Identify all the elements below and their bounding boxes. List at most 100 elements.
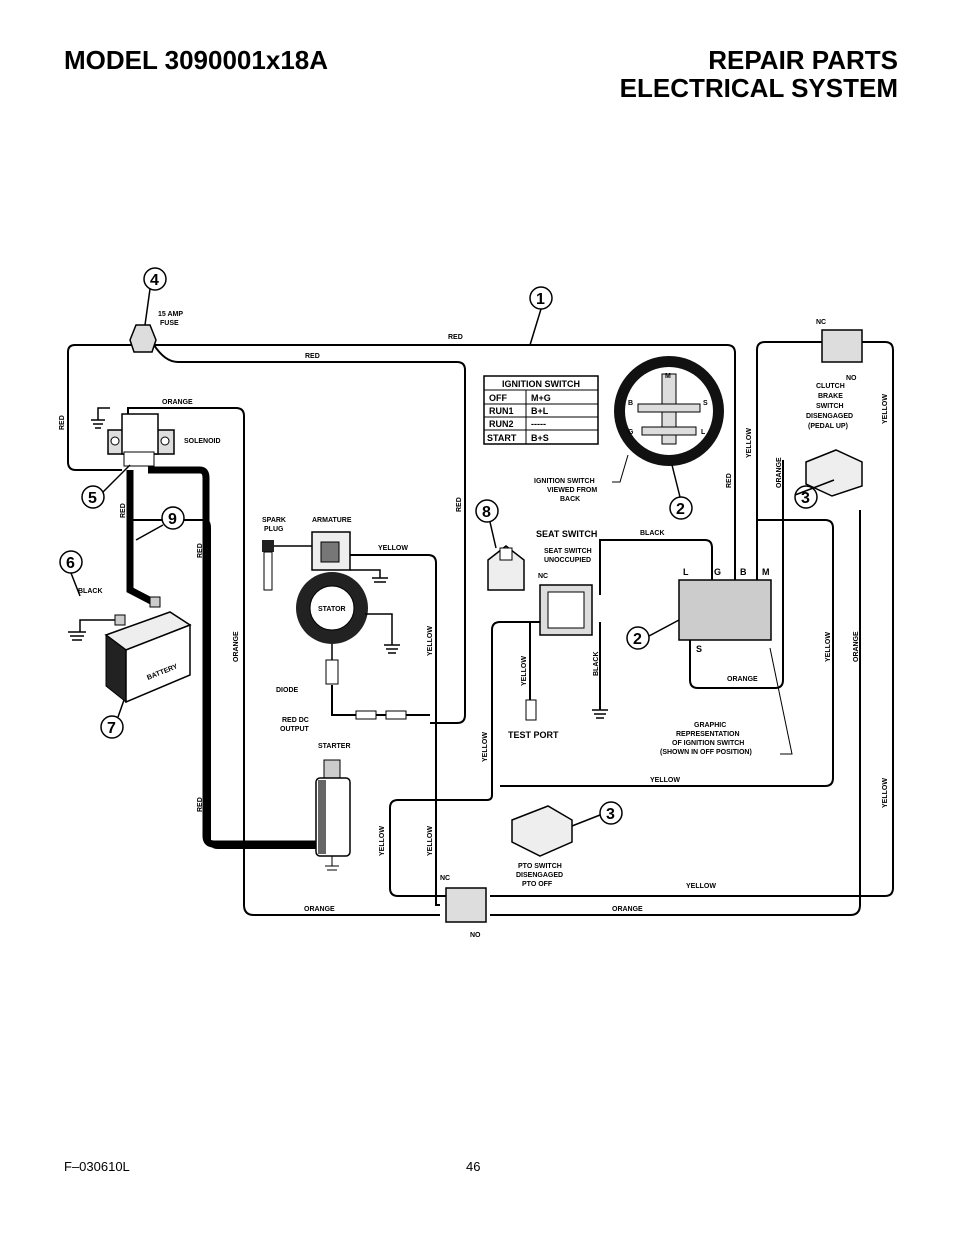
cable-starter <box>148 466 318 848</box>
callout-1 <box>529 286 553 346</box>
svg-text:YELLOW: YELLOW <box>378 545 408 552</box>
ignition-switch-table: IGNITION SWITCH OFF M+G RUN1 B+L RUN2 --… <box>483 375 599 445</box>
callout-number: 8 <box>482 504 491 521</box>
svg-text:YELLOW: YELLOW <box>427 626 434 656</box>
wire-labels: RED RED ORANGE BLACK YELLOW BLACK ORANGE… <box>59 334 889 913</box>
svg-text:ORANGE: ORANGE <box>612 906 643 913</box>
section-title: REPAIR PARTS ELECTRICAL SYSTEM <box>620 46 898 102</box>
ign-row-pos: START <box>487 433 517 443</box>
ign-row-conn: M+G <box>531 393 551 403</box>
ground-battery <box>68 619 115 641</box>
solenoid: SOLENOID <box>107 413 221 467</box>
svg-text:RED: RED <box>197 543 204 558</box>
svg-text:RED: RED <box>197 797 204 812</box>
callout-2b <box>626 619 680 650</box>
wires <box>67 341 894 916</box>
ign-rep-b: B <box>740 567 747 577</box>
wire-yellow-seat <box>389 621 540 897</box>
svg-text:RED: RED <box>59 415 66 430</box>
svg-text:YELLOW: YELLOW <box>686 883 716 890</box>
section-title-line1: REPAIR PARTS <box>708 45 898 75</box>
ign-terminal-l: L <box>701 429 706 436</box>
svg-text:RED: RED <box>456 497 463 512</box>
svg-text:ORANGE: ORANGE <box>776 457 783 488</box>
ign-row-pos: RUN1 <box>489 406 514 416</box>
ign-rep-m: M <box>762 567 770 577</box>
callout-number: 3 <box>606 806 615 823</box>
svg-text:RED: RED <box>305 353 320 360</box>
battery: BATTERY <box>104 596 192 704</box>
callout-number: 2 <box>676 501 685 518</box>
svg-text:RED: RED <box>448 334 463 341</box>
callout-3a <box>794 479 835 509</box>
svg-text:YELLOW: YELLOW <box>379 826 386 856</box>
ground-solenoid <box>91 407 110 429</box>
svg-text:ORANGE: ORANGE <box>727 676 758 683</box>
callout-numbers: 1 4 5 9 6 7 8 2 2 3 3 <box>66 272 810 823</box>
wire-red-top <box>67 344 132 471</box>
cable-9 <box>126 470 157 607</box>
svg-text:YELLOW: YELLOW <box>825 632 832 662</box>
wire-yellow-clutch <box>490 341 894 897</box>
svg-text:YELLOW: YELLOW <box>482 732 489 762</box>
wire-yellow-ign <box>756 341 822 592</box>
wire-orange-ign <box>689 460 784 689</box>
ign-row-pos: RUN2 <box>489 419 514 429</box>
ground-stator <box>350 569 400 654</box>
ign-rep-s: S <box>696 644 702 654</box>
svg-text:RED: RED <box>726 473 733 488</box>
callout-number: 9 <box>168 511 177 528</box>
seat-nc-label: NC <box>538 573 548 580</box>
ign-row-pos: OFF <box>489 393 507 403</box>
svg-text:BLACK: BLACK <box>640 530 665 537</box>
starter-label: STARTER <box>318 743 351 750</box>
wire-yellow-loop <box>500 519 834 787</box>
callout-9 <box>135 506 185 541</box>
svg-text:ORANGE: ORANGE <box>304 906 335 913</box>
wire-orange-solenoid <box>127 407 440 916</box>
ignition-table-title: IGNITION SWITCH <box>502 379 580 389</box>
callout-4 <box>143 267 167 326</box>
wire-orange-bottom <box>490 510 861 916</box>
svg-text:YELLOW: YELLOW <box>650 777 680 784</box>
pto-nc-label: NC <box>440 875 450 882</box>
wire-red-main <box>153 344 466 724</box>
armature: ARMATURE <box>311 517 352 571</box>
callout-3b <box>571 801 623 827</box>
wire-yellow-armature <box>350 554 440 906</box>
wire-red-fuse-ign <box>154 344 736 592</box>
ground-seat <box>592 709 608 719</box>
battery-cables <box>126 466 318 848</box>
test-port: TEST PORT <box>508 699 559 740</box>
section-title-line2: ELECTRICAL SYSTEM <box>619 73 898 103</box>
svg-text:YELLOW: YELLOW <box>882 394 889 424</box>
ign-rep-g: G <box>714 567 721 577</box>
diode-label: DIODE <box>276 687 299 694</box>
form-code: F–030610L <box>64 1159 130 1174</box>
armature-label: ARMATURE <box>312 517 352 524</box>
callout-8 <box>475 499 499 549</box>
callout-number: 3 <box>801 490 810 507</box>
callout-number: 5 <box>88 490 97 507</box>
ign-terminal-b: B <box>628 400 633 407</box>
callout-6 <box>59 550 83 597</box>
svg-text:YELLOW: YELLOW <box>746 428 753 458</box>
ign-rep-l: L <box>683 567 689 577</box>
svg-text:ORANGE: ORANGE <box>233 631 240 662</box>
callout-number: 7 <box>107 720 116 737</box>
svg-text:BLACK: BLACK <box>593 652 600 677</box>
